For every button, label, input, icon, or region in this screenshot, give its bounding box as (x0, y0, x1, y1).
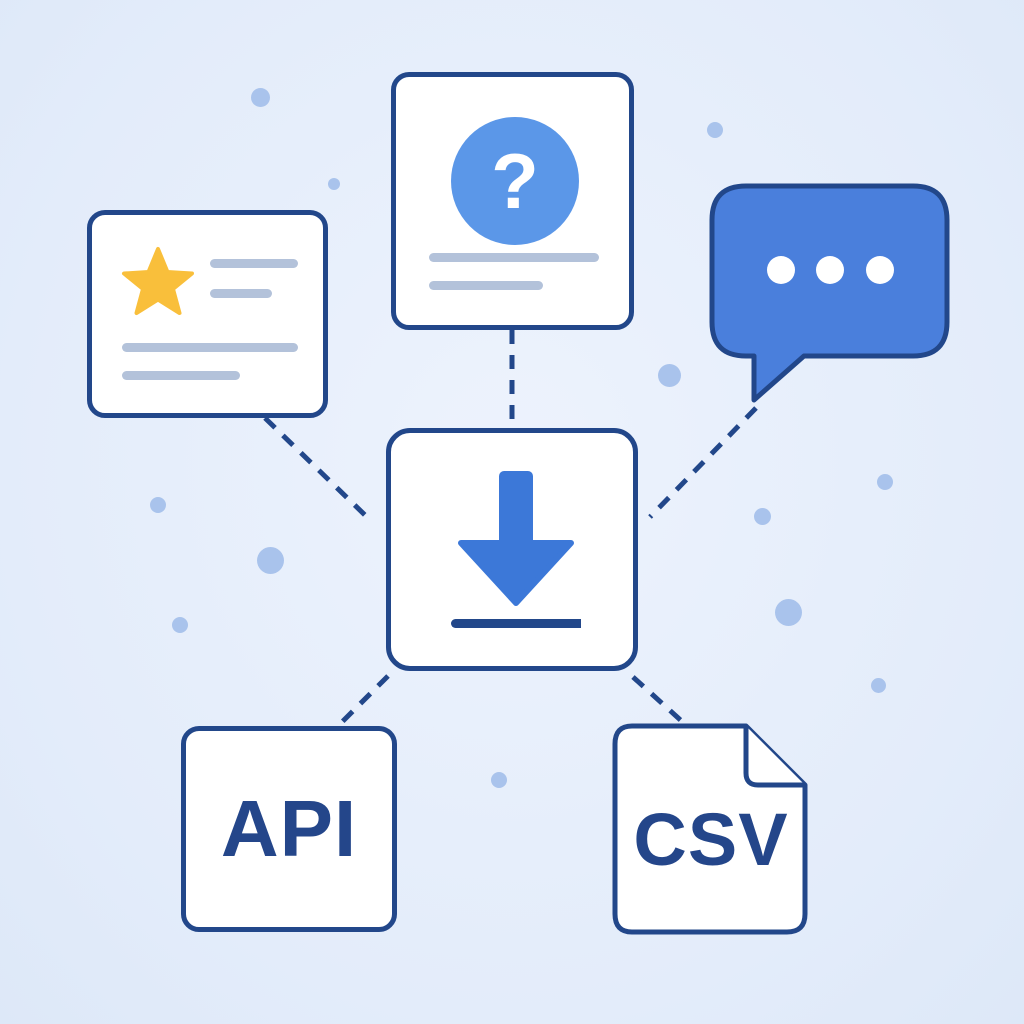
star-icon (122, 247, 194, 315)
connector-review (263, 416, 370, 520)
chat-bubble (709, 183, 950, 403)
question-mark-icon: ? (451, 117, 579, 245)
api-card: API (181, 726, 397, 932)
api-label: API (220, 784, 358, 873)
placeholder-line (210, 289, 272, 298)
review-card (87, 210, 328, 418)
decor-dot (150, 497, 166, 513)
file-icon (612, 723, 808, 935)
decor-dot (251, 88, 270, 107)
question-glyph: ? (491, 137, 539, 225)
faq-card: ? (391, 72, 634, 330)
download-arrow-icon (451, 471, 581, 628)
connector-csv (631, 675, 688, 727)
decor-dot (172, 617, 188, 633)
decor-dot (707, 122, 723, 138)
decor-dot (877, 474, 893, 490)
decor-dot (257, 547, 284, 574)
ellipsis-icon (767, 256, 894, 284)
decor-dot (328, 178, 340, 190)
placeholder-line (210, 259, 298, 268)
connector-chat (648, 406, 758, 519)
decor-dot (871, 678, 886, 693)
placeholder-line (122, 343, 298, 352)
csv-label: CSV (633, 798, 789, 881)
download-hub-card (386, 428, 638, 671)
csv-file (612, 723, 808, 935)
connector-api (338, 674, 390, 726)
placeholder-line (429, 281, 543, 290)
decor-dot (491, 772, 507, 788)
placeholder-line (429, 253, 599, 262)
decor-dot (775, 599, 802, 626)
decor-dot (658, 364, 681, 387)
decor-dot (754, 508, 771, 525)
placeholder-line (122, 371, 240, 380)
